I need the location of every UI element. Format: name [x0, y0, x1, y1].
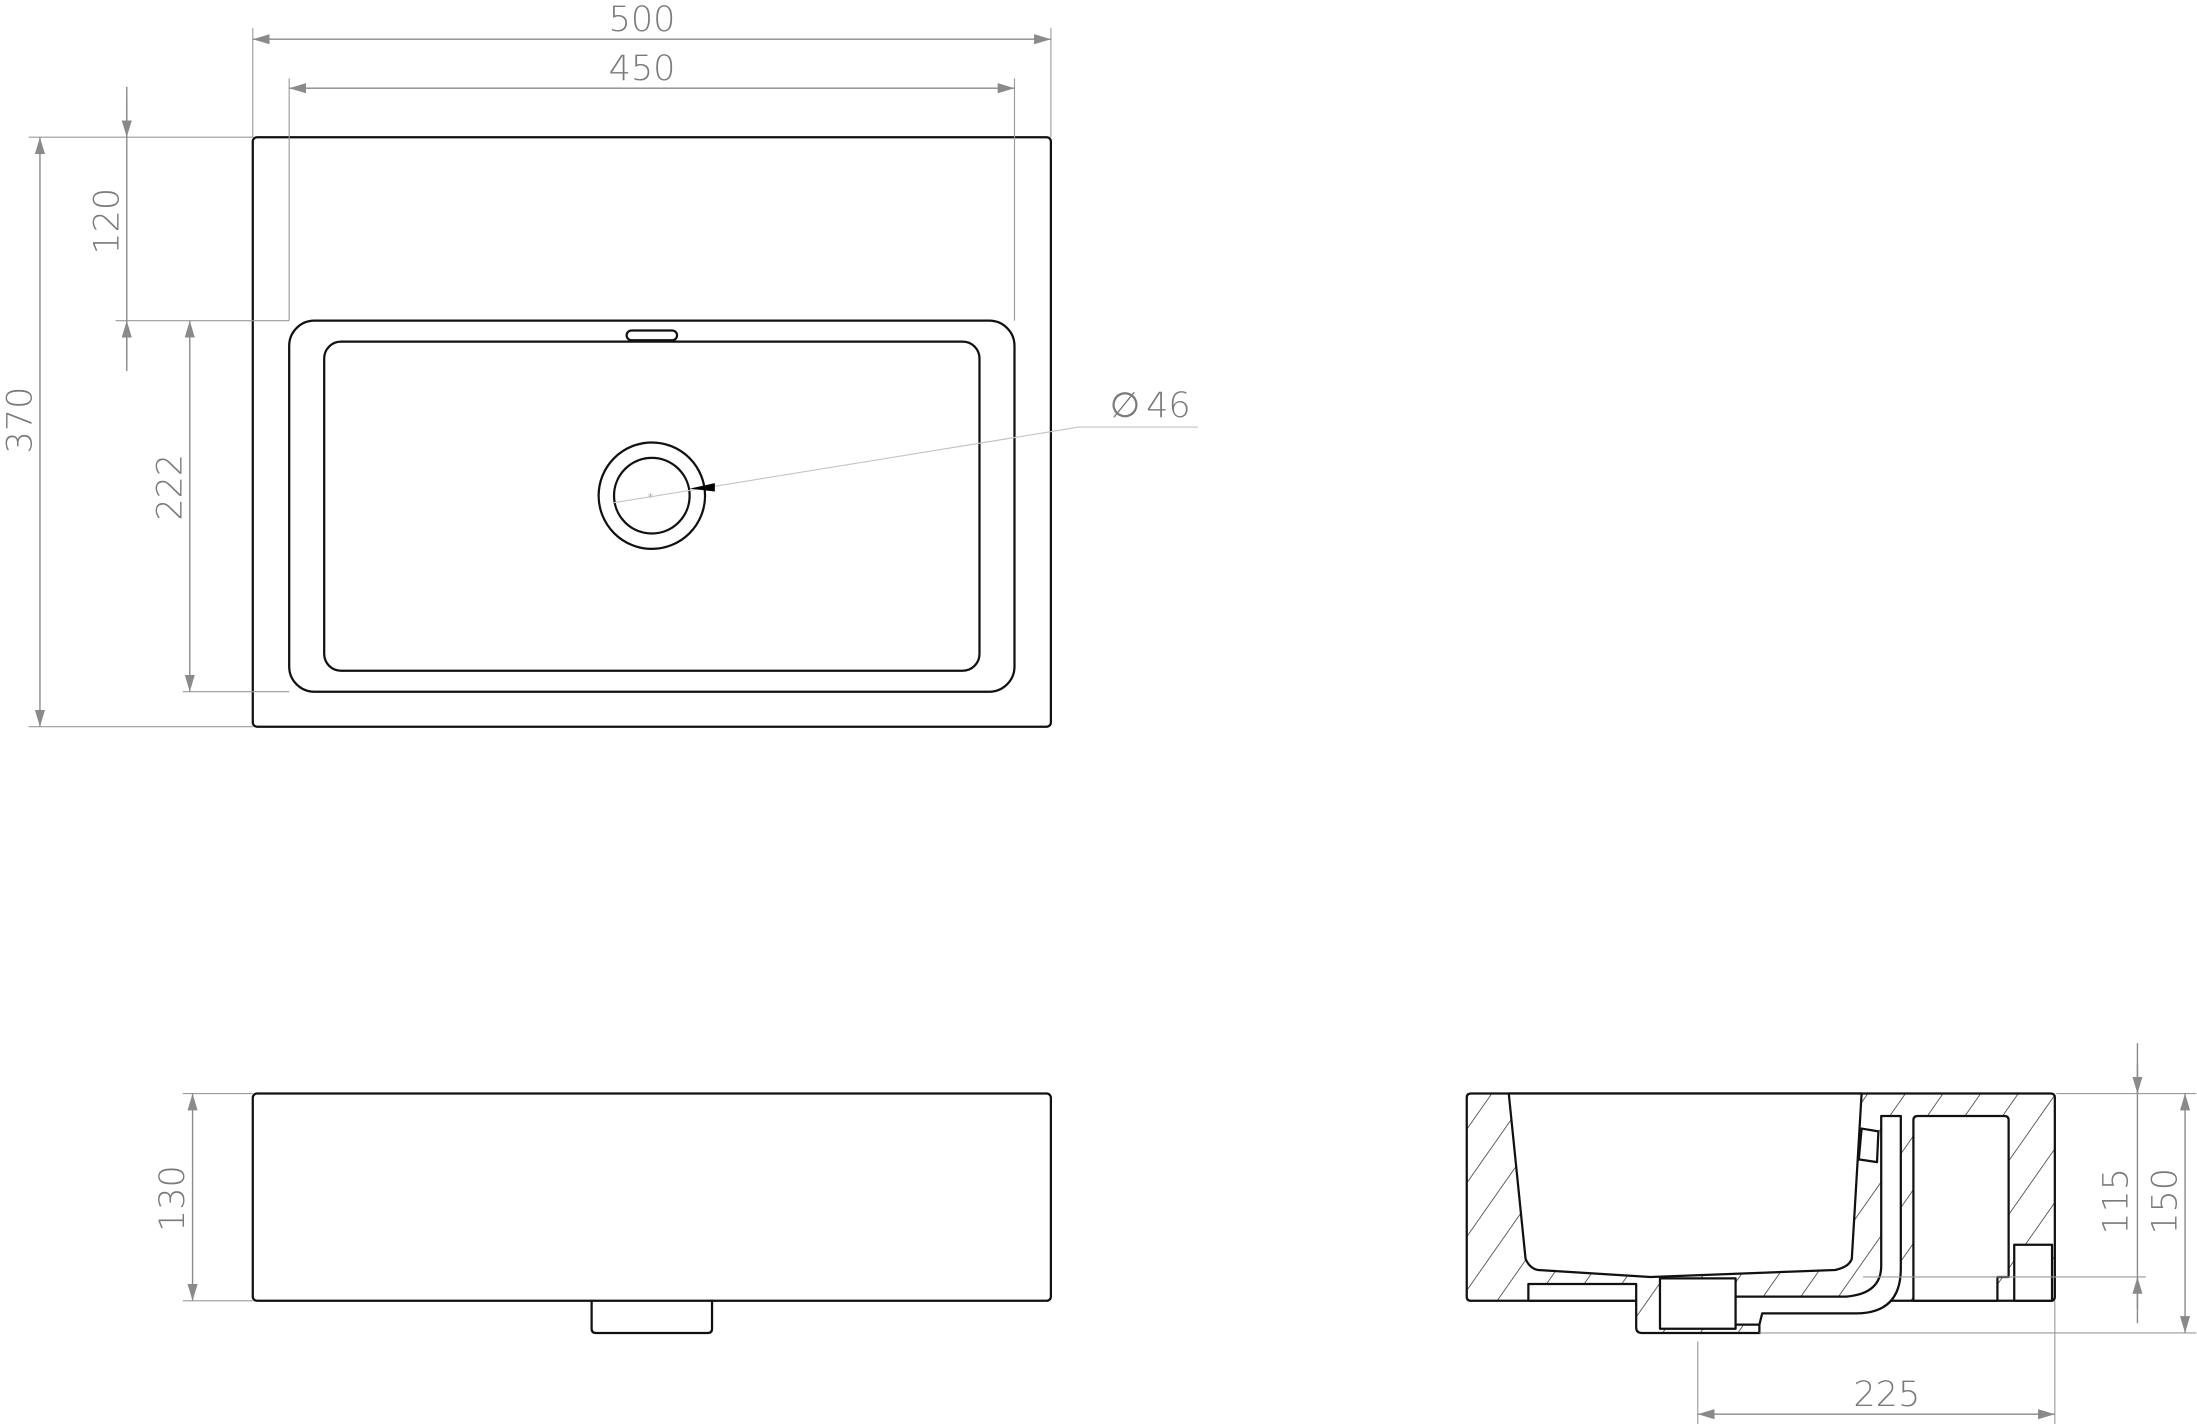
dim-inner-height: 115 [2097, 1168, 2137, 1235]
bottom-recess [1527, 1282, 1638, 1302]
dim-overall-width: 500 [609, 0, 676, 40]
drain-hole [612, 456, 691, 535]
overflow-inlet [1857, 1127, 1880, 1164]
drain-leader-arrow [689, 483, 715, 492]
overflow-pipe [1734, 1114, 1902, 1326]
overflow-slot [625, 329, 679, 342]
bowl-rim [288, 319, 1016, 693]
drain-diameter-symbol: ∅ [1110, 386, 1141, 426]
basin-cavity [1507, 1092, 1863, 1279]
right-slot [2013, 1243, 2054, 1302]
drain-outlet [1658, 1277, 1737, 1330]
drain-leader-line [613, 426, 1198, 504]
dim-overall-depth: 370 [1, 387, 41, 454]
drain-center-mark: * [648, 491, 654, 504]
dim-total-height: 150 [2146, 1168, 2186, 1235]
right-cavity [1912, 1114, 2010, 1302]
dim-basin-width: 450 [609, 49, 676, 89]
basin-outline [251, 136, 1053, 728]
bowl-interior [323, 340, 981, 672]
front-view: 130 [153, 1092, 1053, 1335]
dim-deck-depth: 120 [87, 188, 127, 255]
drain-outer-ring [597, 441, 707, 550]
front-body [251, 1092, 1053, 1302]
section-view: 115 150 225 [1465, 1043, 2197, 1424]
dim-drain-offset: 225 [1853, 1375, 1920, 1415]
dim-basin-depth: 222 [150, 454, 190, 521]
drain-stub [590, 1300, 714, 1335]
drain-diameter-label: 46 [1146, 386, 1191, 426]
top-view: * ∅ 46 500 450 370 120 222 [1, 0, 1198, 728]
dim-height: 130 [153, 1165, 193, 1232]
